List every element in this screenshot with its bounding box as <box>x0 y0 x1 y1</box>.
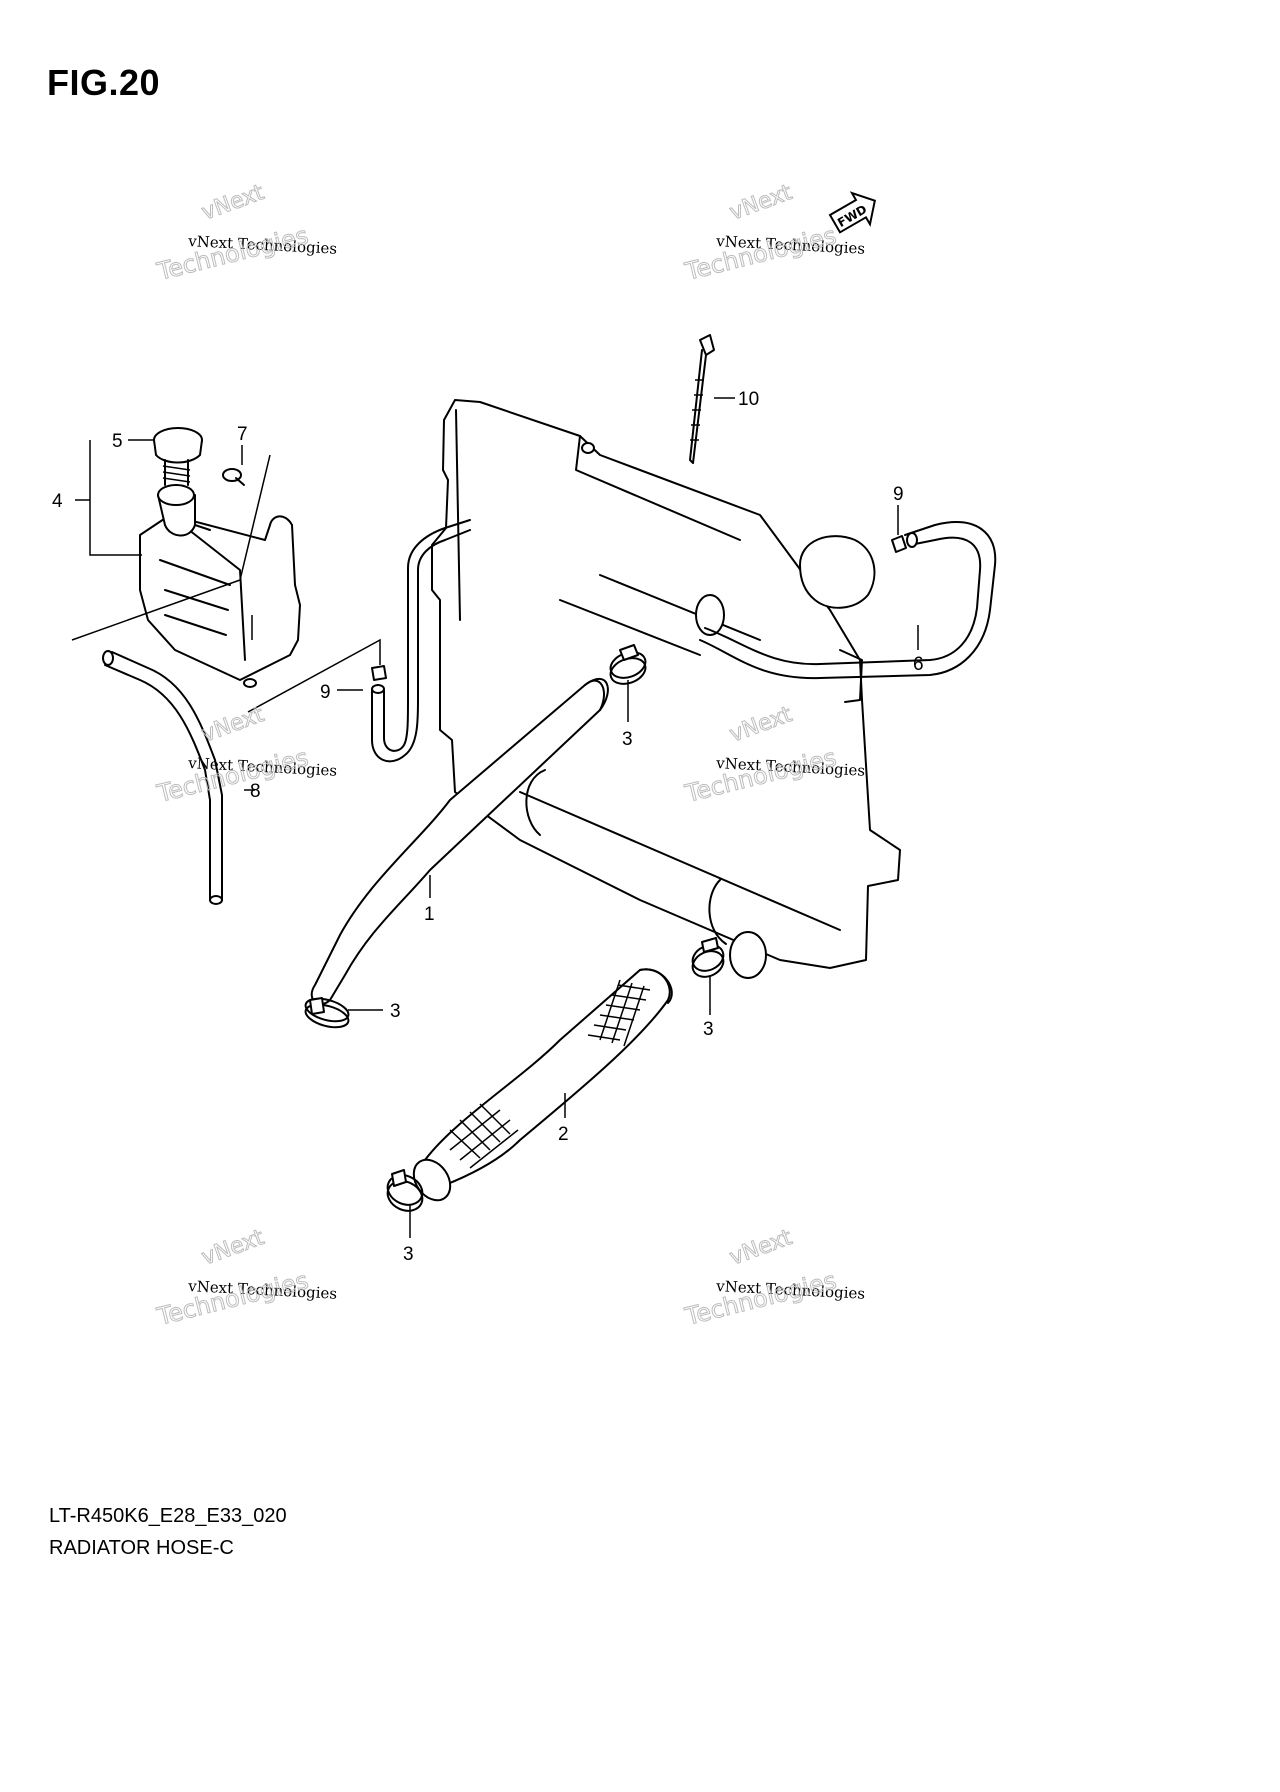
callout-leaders <box>75 397 919 1238</box>
callout-3-left: 3 <box>390 1001 401 1022</box>
hose-6 <box>699 521 997 680</box>
callout-2: 2 <box>558 1124 569 1145</box>
svg-text:vNext: vNext <box>727 180 796 226</box>
svg-text:Technologies: Technologies <box>154 1266 311 1331</box>
hose-clamp-left <box>304 997 350 1029</box>
svg-text:vNext: vNext <box>199 1225 268 1271</box>
svg-text:Technologies: Technologies <box>154 743 311 808</box>
bolt-7 <box>222 468 245 486</box>
reference-lines <box>71 454 381 713</box>
watermark-bottom-left: vNext vNext Technologies Technologies <box>153 1225 337 1332</box>
callout-8: 8 <box>250 781 261 802</box>
watermark-top-left: vNext vNext Technologies Technologies <box>153 180 337 287</box>
drawing-code: LT-R450K6_E28_E33_020 <box>49 1505 287 1527</box>
radiator-body <box>431 399 901 979</box>
svg-text:Technologies: Technologies <box>682 1266 839 1331</box>
hose-clamp-right <box>691 937 725 978</box>
reservoir-cap <box>153 427 203 486</box>
tie-strap-10 <box>689 334 715 464</box>
svg-text:vNext: vNext <box>727 1225 796 1271</box>
svg-text:vNext: vNext <box>199 702 268 748</box>
hose-8 <box>102 650 223 905</box>
hose-clamp-lower <box>386 1169 424 1212</box>
callout-7: 7 <box>237 424 248 445</box>
callout-labels: 5 4 7 10 9 6 3 9 8 1 3 3 2 3 <box>52 389 924 1265</box>
watermark-bottom-right: vNext vNext Technologies Technologies <box>681 1225 865 1332</box>
watermark-top-right: vNext vNext Technologies Technologies <box>681 180 865 287</box>
svg-text:vNext: vNext <box>199 180 268 226</box>
reservoir-tank <box>139 484 301 688</box>
hose-2 <box>412 968 673 1202</box>
callout-5: 5 <box>112 431 123 452</box>
callout-3-right: 3 <box>703 1019 714 1040</box>
callout-9-upper: 9 <box>893 484 904 505</box>
figure-caption: RADIATOR HOSE-C <box>49 1537 234 1559</box>
callout-9-lower: 9 <box>320 682 331 703</box>
svg-text:Technologies: Technologies <box>154 221 311 286</box>
figure-title: FIG.20 <box>47 62 161 103</box>
svg-text:Technologies: Technologies <box>682 221 839 286</box>
reservoir-hose <box>371 519 471 763</box>
callout-6: 6 <box>913 654 924 675</box>
callout-1: 1 <box>424 904 435 925</box>
clip-9-upper <box>891 535 907 553</box>
clip-9-lower <box>371 665 387 681</box>
hose-clamp-upper <box>609 644 647 685</box>
callout-3-upper: 3 <box>622 729 633 750</box>
callout-4: 4 <box>52 491 63 512</box>
callout-10: 10 <box>738 389 759 410</box>
callout-3-lower: 3 <box>403 1244 414 1265</box>
